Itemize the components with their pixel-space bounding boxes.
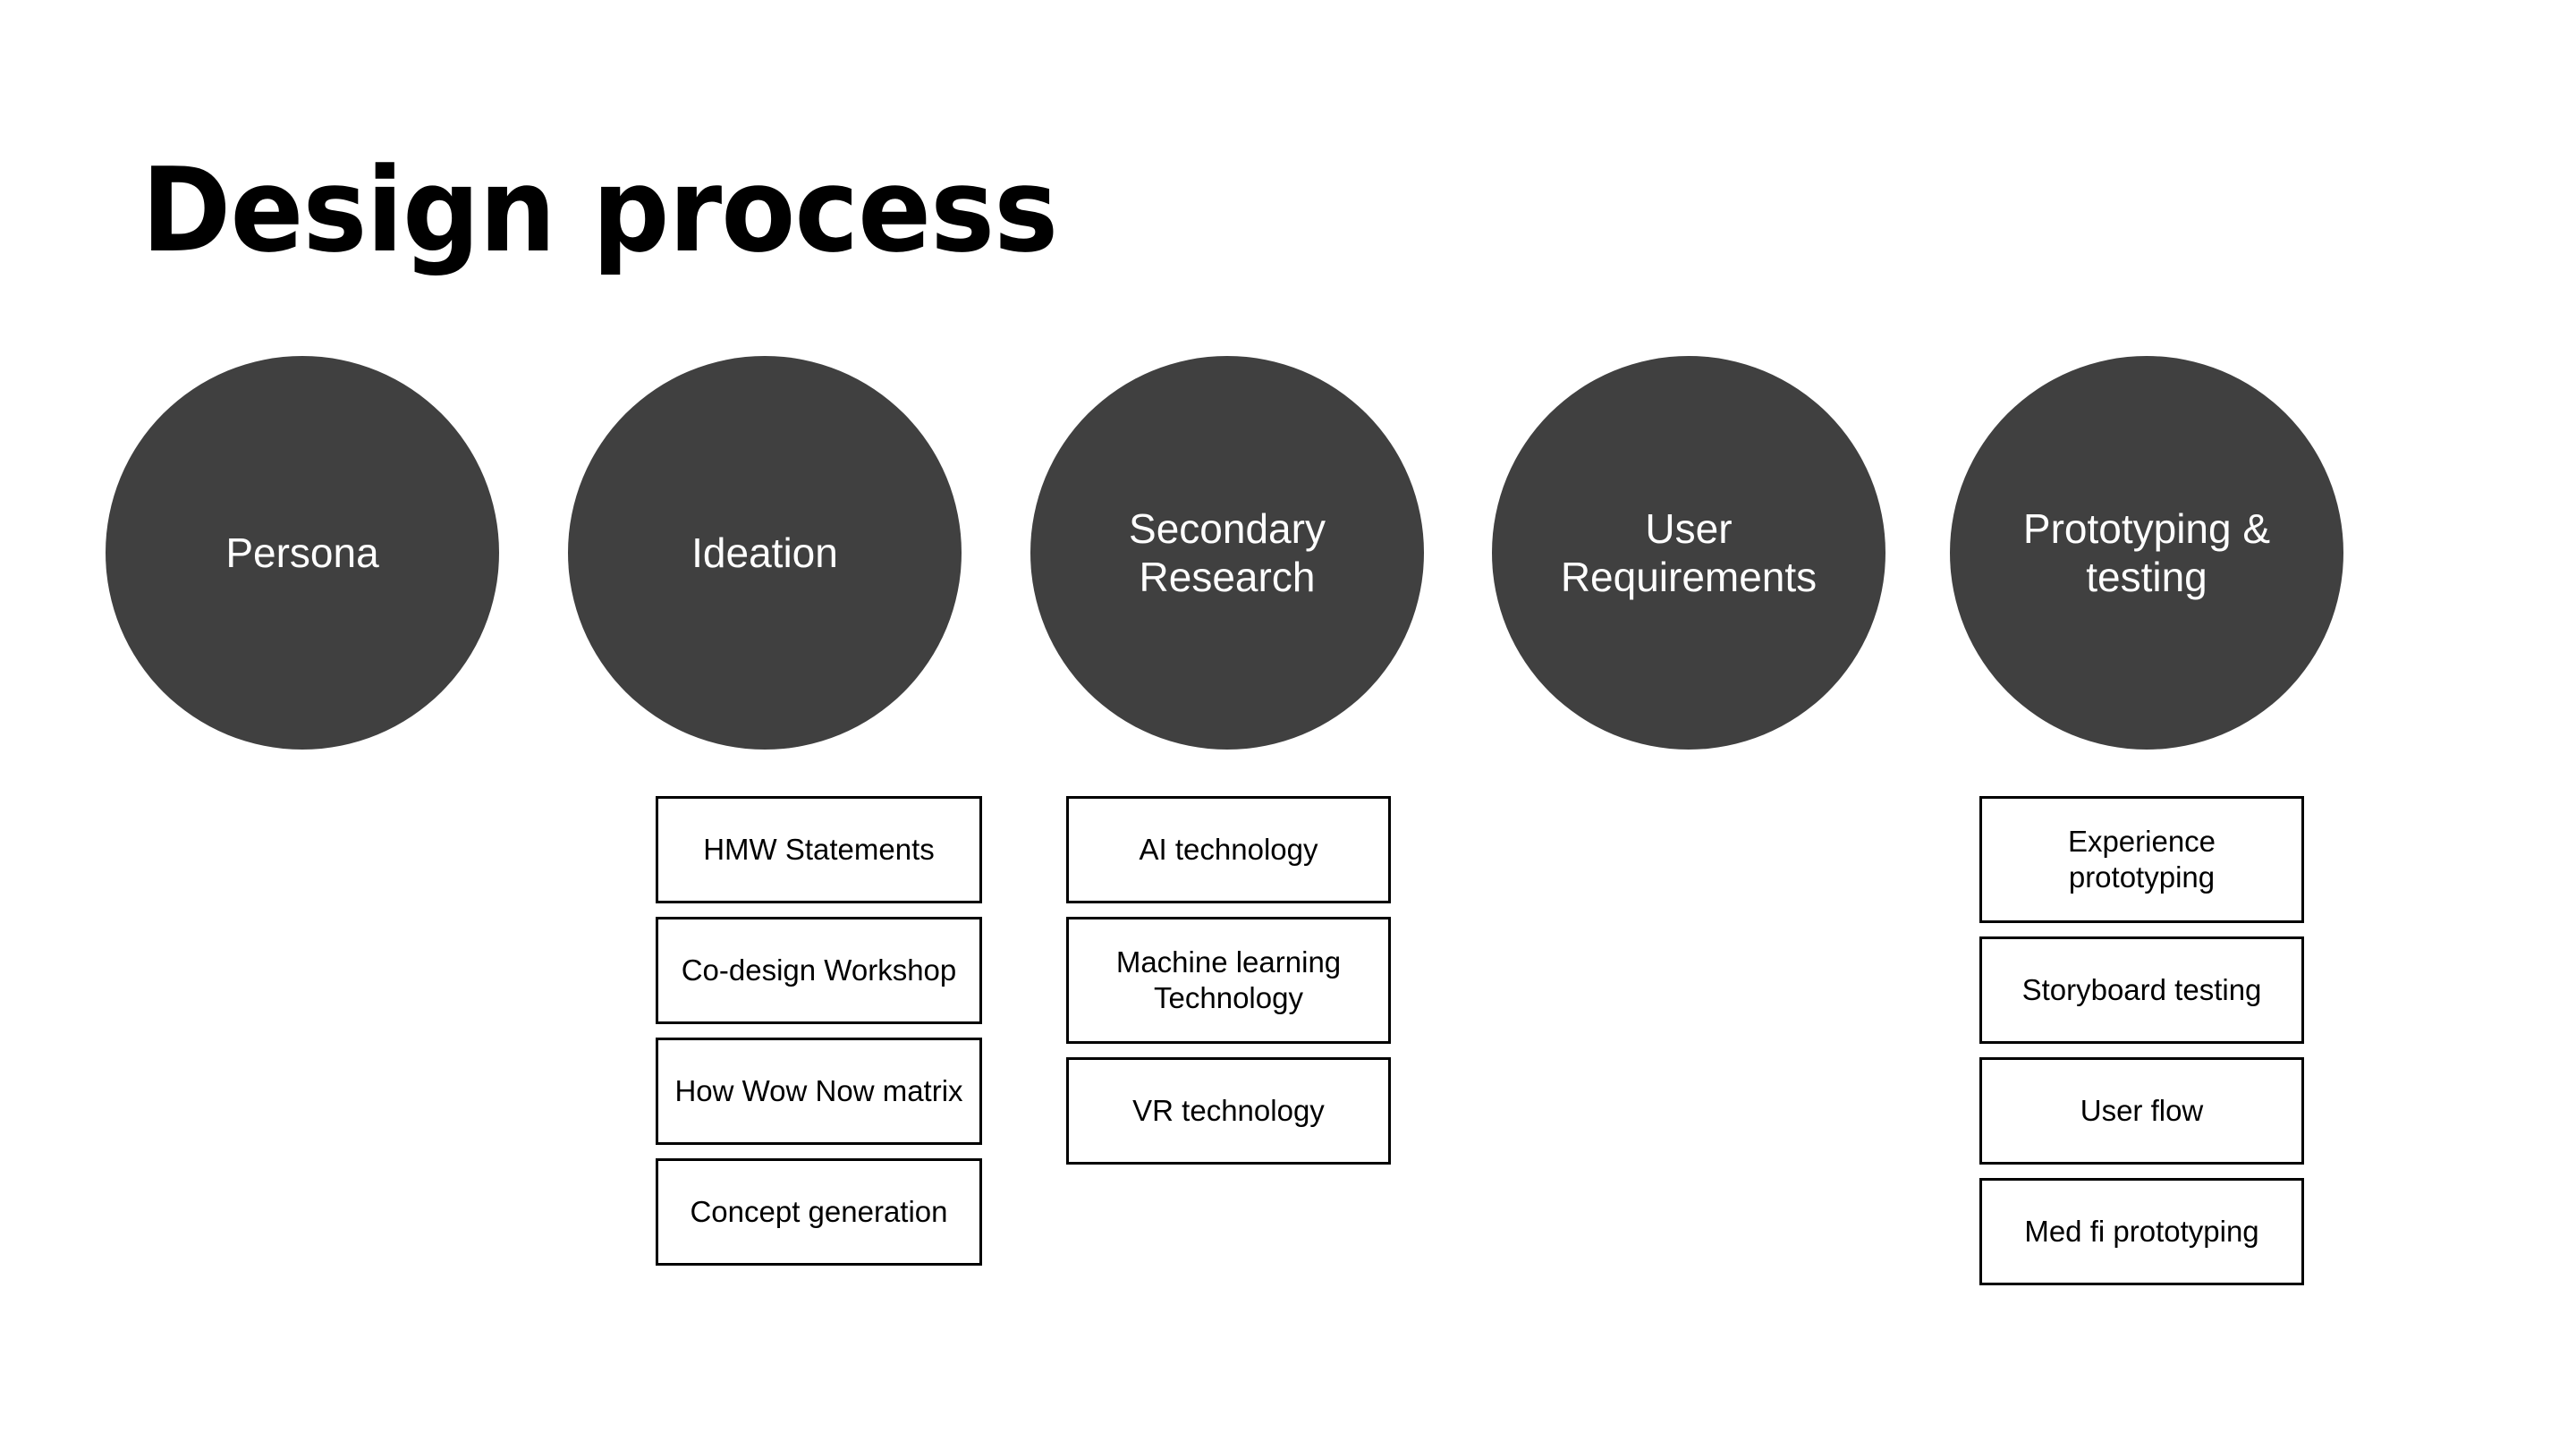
item-box-label: User flow [2080, 1093, 2204, 1127]
stage-circle-ideation[interactable]: Ideation [568, 356, 962, 750]
item-box[interactable]: Med fi prototyping [1979, 1178, 2304, 1285]
item-box[interactable]: Experience prototyping [1979, 796, 2304, 923]
stage-label-ideation: Ideation [691, 529, 838, 576]
item-box-label: Concept generation [690, 1194, 948, 1228]
item-box[interactable]: How Wow Now matrix [656, 1038, 982, 1145]
stage-label-user-requirements: User Requirements [1560, 504, 1818, 600]
item-box[interactable]: HMW Statements [656, 796, 982, 903]
item-box[interactable]: Co-design Workshop [656, 917, 982, 1024]
item-column-secondary-research: AI technology Machine learning Technolog… [1066, 796, 1391, 1178]
stage-circle-user-requirements[interactable]: User Requirements [1492, 356, 1885, 750]
stage-label-secondary-research: Secondary Research [1129, 504, 1326, 600]
item-box[interactable]: Concept generation [656, 1158, 982, 1266]
item-box-label: Med fi prototyping [2024, 1214, 2259, 1248]
stage-label-prototyping-testing: Prototyping & testing [2022, 504, 2271, 600]
stage-circle-prototyping-testing[interactable]: Prototyping & testing [1950, 356, 2343, 750]
item-box-label: Machine learning Technology [1115, 945, 1342, 1014]
item-box[interactable]: Storyboard testing [1979, 936, 2304, 1044]
stages-row: Persona Ideation Secondary Research User… [0, 356, 2576, 751]
item-box-label: HMW Statements [703, 832, 935, 866]
item-column-prototyping-testing: Experience prototyping Storyboard testin… [1979, 796, 2304, 1299]
stage-circle-persona[interactable]: Persona [106, 356, 499, 750]
item-box-label: Experience prototyping [2067, 824, 2216, 894]
item-box-label: VR technology [1132, 1093, 1325, 1127]
item-box[interactable]: Machine learning Technology [1066, 917, 1391, 1044]
item-column-ideation: HMW Statements Co-design Workshop How Wo… [656, 796, 982, 1279]
item-box[interactable]: VR technology [1066, 1057, 1391, 1165]
item-box[interactable]: AI technology [1066, 796, 1391, 903]
item-box-label: How Wow Now matrix [674, 1073, 963, 1107]
item-box-label: Storyboard testing [2021, 972, 2262, 1006]
page-title: Design process [141, 142, 1058, 278]
item-box-label: AI technology [1139, 832, 1318, 866]
stage-label-persona: Persona [225, 529, 379, 576]
item-box-label: Co-design Workshop [681, 953, 957, 987]
item-box[interactable]: User flow [1979, 1057, 2304, 1165]
stage-circle-secondary-research[interactable]: Secondary Research [1030, 356, 1424, 750]
